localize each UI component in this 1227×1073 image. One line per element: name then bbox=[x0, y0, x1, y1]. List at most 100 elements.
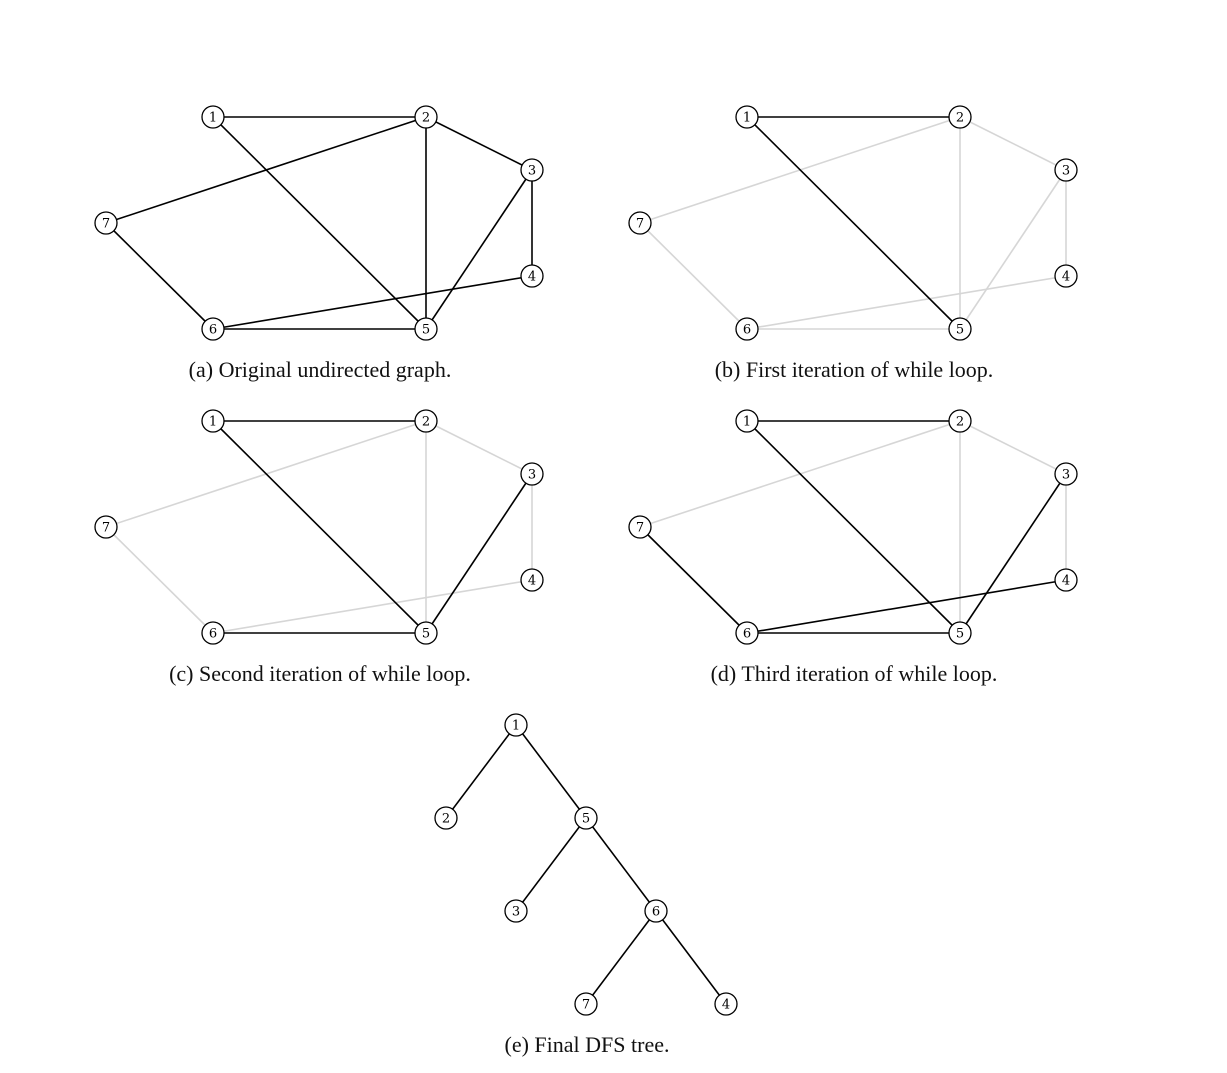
panel-d-node-label-1: 1 bbox=[743, 415, 751, 430]
panel-b-node-6 bbox=[735, 317, 759, 341]
panel-a-node-5 bbox=[414, 317, 438, 341]
panel-a-edge-2-7-active bbox=[105, 116, 427, 224]
panel-b-edge-3-5-inactive bbox=[959, 169, 1067, 330]
tree-edge-6-7 bbox=[585, 910, 657, 1005]
panel-a-node-4 bbox=[520, 264, 544, 288]
tree-node-label-4: 4 bbox=[722, 998, 730, 1013]
panel-a-node-label-2: 2 bbox=[422, 111, 430, 126]
panel-b-edge-1-5-active bbox=[746, 116, 961, 330]
panel-d-node-label-5: 5 bbox=[956, 627, 964, 642]
panel-a-node-7 bbox=[94, 211, 118, 235]
panel-b-node-label-2: 2 bbox=[956, 111, 964, 126]
tree-node-label-5: 5 bbox=[582, 812, 590, 827]
panel-a-original-graph: 1 2 3 4 5 6 7 (a) Original undirected graph. bbox=[94, 105, 544, 382]
panel-c-node-label-6: 6 bbox=[209, 627, 217, 642]
panel-a-node-label-5: 5 bbox=[422, 323, 430, 338]
tree-node-label-3: 3 bbox=[512, 905, 520, 920]
panel-a-edge-2-3-active bbox=[425, 116, 533, 171]
panel-d-edge-3-5-active bbox=[959, 473, 1067, 634]
tree-node-label-1: 1 bbox=[512, 719, 520, 734]
panel-c-node-2 bbox=[414, 409, 438, 433]
panel-a-node-label-4: 4 bbox=[528, 270, 536, 285]
panel-c-edge-4-6-inactive bbox=[212, 579, 533, 634]
panel-b-node-label-5: 5 bbox=[956, 323, 964, 338]
panel-b-node-3 bbox=[1054, 158, 1078, 182]
tree-caption: (e) Final DFS tree. bbox=[505, 1032, 670, 1057]
panel-d-node-label-6: 6 bbox=[743, 627, 751, 642]
tree-node-label-7: 7 bbox=[582, 998, 590, 1013]
panel-b-node-7 bbox=[628, 211, 652, 235]
panel-a-node-3 bbox=[520, 158, 544, 182]
panel-d-node-label-7: 7 bbox=[636, 521, 644, 536]
tree-node-7 bbox=[574, 992, 598, 1016]
panel-a-caption: (a) Original undirected graph. bbox=[189, 357, 452, 382]
panel-b-caption: (b) First iteration of while loop. bbox=[715, 357, 994, 382]
panel-a-edge-6-7-active bbox=[105, 222, 214, 330]
panel-a-node-1 bbox=[201, 105, 225, 129]
tree-edge-1-5 bbox=[515, 724, 587, 819]
panel-c-second-iteration: 1 2 3 4 5 6 7 (c) Second iteration of while loo… bbox=[94, 409, 544, 686]
panel-d-node-3 bbox=[1054, 462, 1078, 486]
panel-b-node-1 bbox=[735, 105, 759, 129]
panel-c-edge-3-5-active bbox=[425, 473, 533, 634]
panel-c-node-1 bbox=[201, 409, 225, 433]
panel-d-node-7 bbox=[628, 515, 652, 539]
panel-d-edge-4-6-active bbox=[746, 579, 1067, 634]
panel-d-node-6 bbox=[735, 621, 759, 645]
panel-d-node-label-4: 4 bbox=[1062, 574, 1070, 589]
tree-node-2 bbox=[434, 806, 458, 830]
tree-edge-5-6 bbox=[585, 817, 657, 912]
panel-a-node-6 bbox=[201, 317, 225, 341]
panel-a-edge-1-5-active bbox=[212, 116, 427, 330]
panel-b-node-label-4: 4 bbox=[1062, 270, 1070, 285]
panel-a-edge-3-5-active bbox=[425, 169, 533, 330]
tree-node-4 bbox=[714, 992, 738, 1016]
panel-d-node-2 bbox=[948, 409, 972, 433]
panel-b-node-2 bbox=[948, 105, 972, 129]
panel-d-edge-1-5-active bbox=[746, 420, 961, 634]
panel-c-caption: (c) Second iteration of while loop. bbox=[169, 661, 471, 686]
panel-c-node-5 bbox=[414, 621, 438, 645]
panel-c-node-label-4: 4 bbox=[528, 574, 536, 589]
tree-edge-1-2 bbox=[445, 724, 517, 819]
tree-node-6 bbox=[644, 899, 668, 923]
panel-c-node-4 bbox=[520, 568, 544, 592]
panel-d-node-1 bbox=[735, 409, 759, 433]
tree-node-3 bbox=[504, 899, 528, 923]
tree-edge-5-3 bbox=[515, 817, 587, 912]
panel-a-node-label-6: 6 bbox=[209, 323, 217, 338]
tree-edge-6-4 bbox=[655, 910, 727, 1005]
panel-b-node-label-1: 1 bbox=[743, 111, 751, 126]
panel-a-edge-4-6-active bbox=[212, 275, 533, 330]
panel-a-node-2 bbox=[414, 105, 438, 129]
panel-c-node-label-2: 2 bbox=[422, 415, 430, 430]
panel-b-node-label-7: 7 bbox=[636, 217, 644, 232]
panel-d-node-4 bbox=[1054, 568, 1078, 592]
panel-d-edge-2-3-inactive bbox=[959, 420, 1067, 475]
panel-b-node-4 bbox=[1054, 264, 1078, 288]
panel-c-node-label-5: 5 bbox=[422, 627, 430, 642]
panel-d-third-iteration: 1 2 3 4 5 6 7 (d) Third iteration of while loop… bbox=[628, 409, 1078, 686]
tree-node-label-2: 2 bbox=[442, 812, 450, 827]
panel-c-node-label-1: 1 bbox=[209, 415, 217, 430]
panel-c-edge-2-3-inactive bbox=[425, 420, 533, 475]
panel-b-node-5 bbox=[948, 317, 972, 341]
panel-d-edge-6-7-active bbox=[639, 526, 748, 634]
panel-c-node-6 bbox=[201, 621, 225, 645]
panel-d-node-label-3: 3 bbox=[1062, 468, 1070, 483]
panel-b-edge-4-6-inactive bbox=[746, 275, 1067, 330]
panel-d-caption: (d) Third iteration of while loop. bbox=[711, 661, 998, 686]
panel-b-node-label-6: 6 bbox=[743, 323, 751, 338]
panel-a-node-label-1: 1 bbox=[209, 111, 217, 126]
panel-c-node-7 bbox=[94, 515, 118, 539]
panel-c-edge-6-7-inactive bbox=[105, 526, 214, 634]
panel-c-node-label-7: 7 bbox=[102, 521, 110, 536]
panel-a-node-label-3: 3 bbox=[528, 164, 536, 179]
panel-c-node-3 bbox=[520, 462, 544, 486]
panel-d-node-label-2: 2 bbox=[956, 415, 964, 430]
panel-c-node-label-3: 3 bbox=[528, 468, 536, 483]
tree-node-1 bbox=[504, 713, 528, 737]
tree-node-label-6: 6 bbox=[652, 905, 660, 920]
panel-a-node-label-7: 7 bbox=[102, 217, 110, 232]
